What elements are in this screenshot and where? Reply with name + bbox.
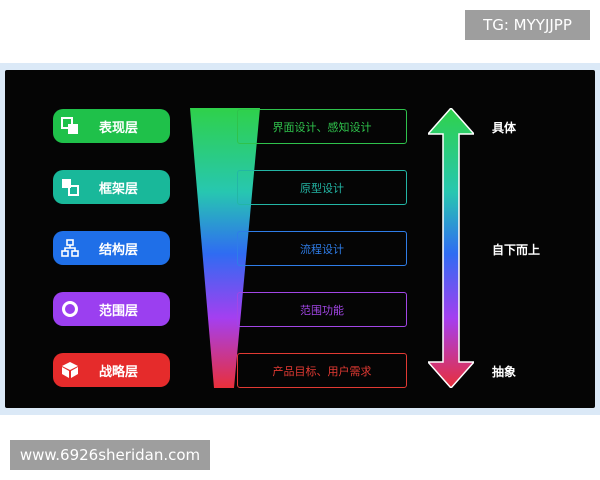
ring-icon bbox=[61, 300, 79, 318]
label-concrete: 具体 bbox=[492, 121, 517, 135]
layer-label: 框架层 bbox=[99, 181, 139, 197]
watermark-url: www.6926sheridan.com bbox=[10, 440, 210, 470]
layer-skeleton: 框架层 bbox=[53, 170, 170, 204]
phase-box: 产品目标、用户需求 bbox=[237, 353, 407, 388]
layer-structure: 结构层 bbox=[53, 231, 170, 265]
overlapping-squares-icon bbox=[61, 117, 79, 135]
phase-box: 原型设计 bbox=[237, 170, 407, 205]
phase-box: 界面设计、感知设计 bbox=[237, 109, 407, 144]
label-abstract: 抽象 bbox=[492, 365, 517, 379]
funnel-graphic bbox=[190, 108, 260, 388]
double-arrow-graphic bbox=[428, 108, 474, 388]
layer-surface: 表现层 bbox=[53, 109, 170, 143]
layer-label: 战略层 bbox=[99, 364, 139, 380]
layer-scope: 范围层 bbox=[53, 292, 170, 326]
sitemap-icon bbox=[61, 239, 79, 257]
layer-strategy: 战略层 bbox=[53, 353, 170, 387]
layer-label: 表现层 bbox=[99, 120, 139, 136]
phase-box: 范围功能 bbox=[237, 292, 407, 327]
layer-label: 结构层 bbox=[99, 242, 139, 258]
cube-icon bbox=[61, 361, 79, 379]
grid-blocks-icon bbox=[61, 178, 79, 196]
layer-label: 范围层 bbox=[99, 303, 139, 319]
label-bottom-up: 自下而上 bbox=[492, 243, 541, 257]
phase-box: 流程设计 bbox=[237, 231, 407, 266]
watermark-tg: TG: MYYJJPP bbox=[465, 10, 590, 40]
